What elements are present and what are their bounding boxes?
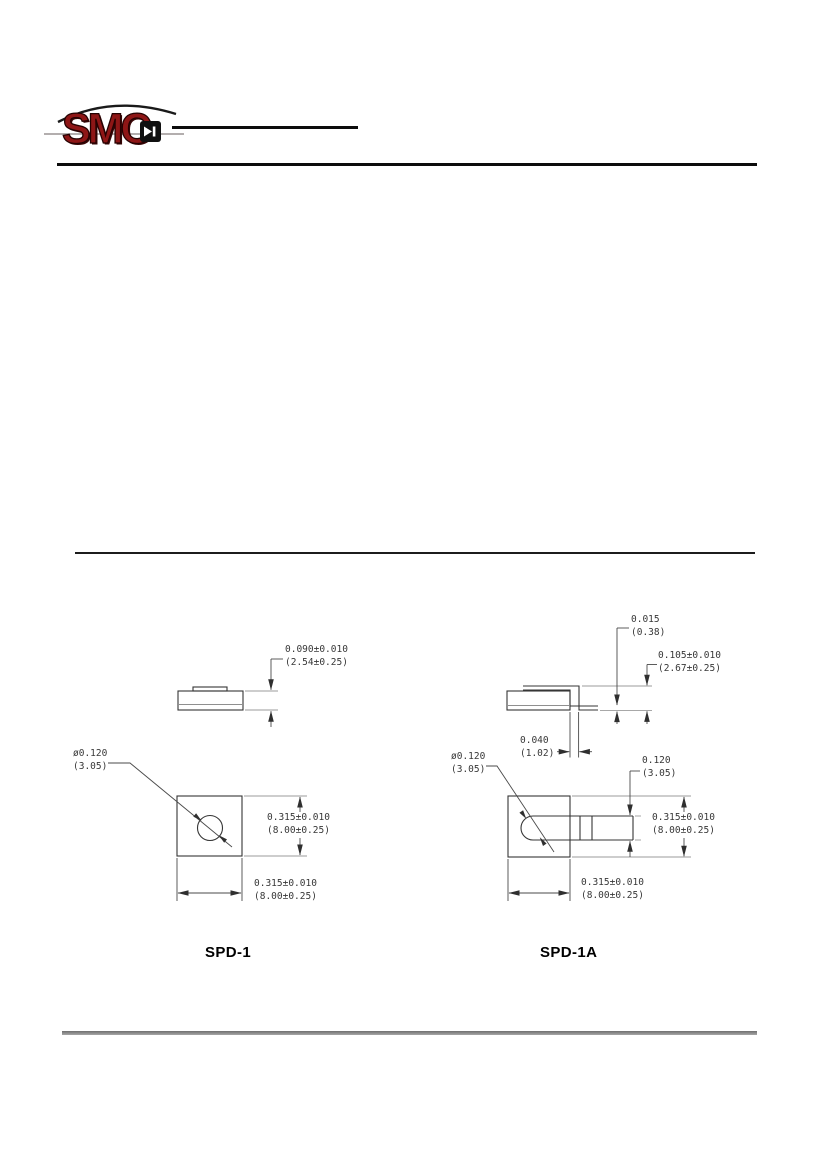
dim-inch: 0.040	[520, 735, 549, 746]
spd1-hole-dia-dim: ø0.120 (3.05)	[72, 748, 109, 774]
spd1-top-view	[108, 762, 307, 901]
spd1a-package-label: SPD-1A	[540, 944, 598, 961]
package-outline-drawings	[108, 627, 691, 901]
dim-inch: 0.120	[642, 755, 671, 766]
spd1-side-view	[177, 658, 283, 727]
spd1a-overall-height-dim: 0.105±0.010 (2.67±0.25)	[657, 650, 722, 676]
dim-inch: 0.315±0.010	[267, 812, 330, 823]
spd1a-body-side-dim: 0.315±0.010 (8.00±0.25)	[651, 812, 716, 838]
spd1a-lead-bend-dim: 0.040 (1.02)	[519, 735, 556, 761]
spd1-package-label: SPD-1	[205, 944, 252, 961]
dim-inch: 0.315±0.010	[254, 878, 317, 889]
dim-mm: (3.05)	[451, 763, 486, 775]
dim-inch: ø0.120	[73, 748, 108, 759]
dim-mm: (8.00±0.25)	[652, 824, 715, 836]
dim-mm: (1.02)	[520, 747, 555, 759]
section-divider	[75, 552, 755, 554]
spd1-body-side-dim: 0.315±0.010 (8.00±0.25)	[266, 812, 331, 838]
header-rule	[57, 163, 757, 167]
spd1-body-height-dim: 0.090±0.010 (2.54±0.25)	[284, 644, 349, 670]
dim-mm: (8.00±0.25)	[581, 889, 644, 901]
dim-mm: (8.00±0.25)	[267, 824, 330, 836]
spd1-body-width-dim: 0.315±0.010 (8.00±0.25)	[253, 878, 318, 904]
dim-mm: (0.38)	[631, 626, 666, 638]
logo-text: SMC	[61, 105, 152, 153]
smc-logo: SMC	[44, 90, 184, 164]
dim-inch: 0.015	[631, 614, 660, 625]
logo-arc	[57, 104, 177, 124]
header-underline	[172, 126, 358, 130]
dim-inch: 0.315±0.010	[652, 812, 715, 823]
logo-midline	[44, 133, 184, 135]
dim-inch: 0.315±0.010	[581, 877, 644, 888]
dim-mm: (3.05)	[642, 767, 677, 779]
diode-icon	[140, 121, 161, 142]
dim-mm: (8.00±0.25)	[254, 890, 317, 902]
spd1a-body-width-dim: 0.315±0.010 (8.00±0.25)	[580, 877, 645, 903]
dim-mm: (2.67±0.25)	[658, 662, 721, 674]
dim-mm: (2.54±0.25)	[285, 656, 348, 668]
dim-inch: 0.105±0.010	[658, 650, 721, 661]
dim-inch: 0.090±0.010	[285, 644, 348, 655]
dim-mm: (3.05)	[73, 760, 108, 772]
spd1a-lead-thickness-dim: 0.015 (0.38)	[630, 614, 667, 640]
spd1a-hole-dia-dim: ø0.120 (3.05)	[450, 751, 487, 777]
spd1a-side-view	[506, 627, 657, 758]
footer-rule	[62, 1031, 757, 1035]
spd1a-top-view	[484, 765, 691, 901]
dim-inch: ø0.120	[451, 751, 486, 762]
spd1a-tab-width-dim: 0.120 (3.05)	[641, 755, 678, 781]
